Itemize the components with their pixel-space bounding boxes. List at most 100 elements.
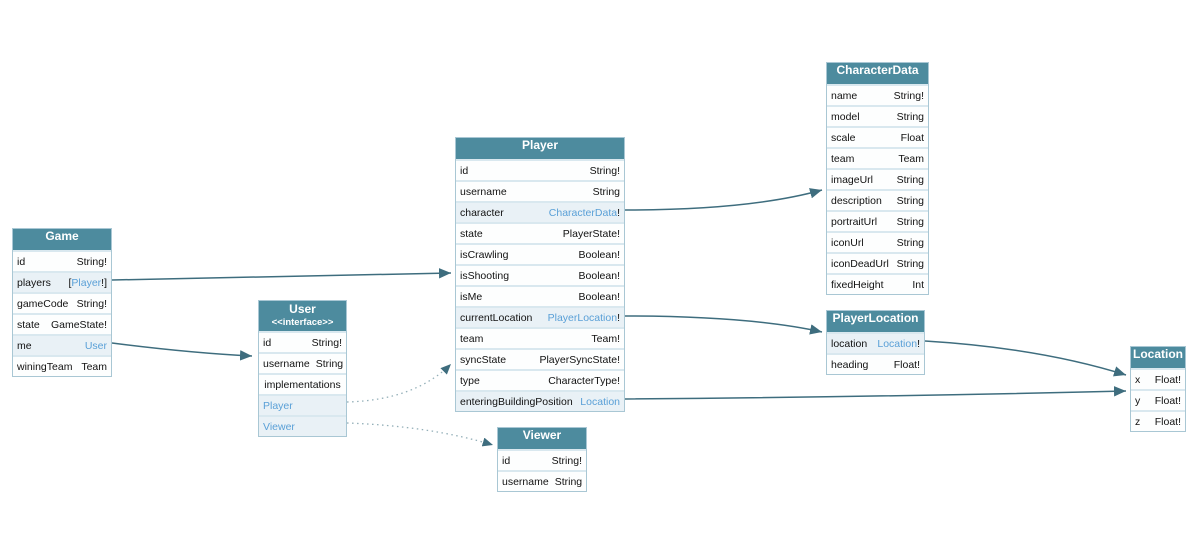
field-type: Float! xyxy=(1155,395,1181,407)
field-name: iconUrl xyxy=(831,236,864,249)
field-type[interactable]: [Player!] xyxy=(68,277,107,289)
field-type[interactable]: User xyxy=(85,340,107,352)
type-link-playerlocation[interactable]: PlayerLocation xyxy=(547,311,618,324)
type-text: String! xyxy=(551,454,582,467)
node-stereotype: <<interface>> xyxy=(271,317,334,328)
edge-player-currentlocation-to-playerlocation[interactable] xyxy=(624,315,823,335)
field-player-isme: isMe Boolean! xyxy=(456,285,624,306)
field-user-viewer[interactable]: Viewer xyxy=(259,415,346,436)
field-name: username xyxy=(502,475,549,488)
node-header-game[interactable]: Game xyxy=(13,229,111,250)
type-text: Float! xyxy=(893,358,920,371)
edge-game-players-to-player[interactable] xyxy=(111,268,452,281)
field-type: String! xyxy=(77,298,107,310)
type-text: String xyxy=(896,173,924,186)
type-text: Boolean! xyxy=(578,290,620,303)
field-type[interactable]: PlayerLocation! xyxy=(548,312,620,324)
edge-game-me-to-user[interactable] xyxy=(111,342,253,361)
field-user-player[interactable]: Player xyxy=(259,394,346,415)
field-name: heading xyxy=(831,358,869,371)
field-type[interactable]: Location xyxy=(580,396,620,408)
type-link-location[interactable]: Location xyxy=(580,395,620,408)
node-header-viewer[interactable]: Viewer xyxy=(498,428,586,449)
field-name: isCrawling xyxy=(460,248,509,261)
field-viewer-username: username String xyxy=(498,470,586,491)
field-type: String xyxy=(897,258,924,270)
node-title: Game xyxy=(45,229,79,243)
type-text: String xyxy=(554,475,583,488)
field-name[interactable]: Viewer xyxy=(263,420,295,433)
edge-player-character-to-characterdata[interactable] xyxy=(624,188,823,211)
field-name: isMe xyxy=(460,290,483,303)
field-name: username xyxy=(263,357,310,370)
node-header-user[interactable]: User<<interface>> xyxy=(259,301,346,331)
node-title: Location xyxy=(1133,347,1183,361)
edge-playerlocation-location-to-location[interactable] xyxy=(924,340,1127,377)
field-type: String! xyxy=(590,165,620,177)
field-type: String! xyxy=(77,256,107,268)
field-type: Team! xyxy=(591,333,620,345)
node-header-location[interactable]: Location xyxy=(1131,347,1185,368)
field-game-players[interactable]: players[Player!] xyxy=(13,271,111,292)
field-name: id xyxy=(460,164,469,177)
field-type[interactable]: CharacterData! xyxy=(549,207,620,219)
field-name[interactable]: Player xyxy=(263,399,293,412)
type-link-player[interactable]: Player xyxy=(71,276,102,289)
field-type: CharacterType! xyxy=(548,375,620,387)
field-type: Int xyxy=(912,279,924,291)
type-link-user[interactable]: User xyxy=(84,339,107,352)
edge-user-viewer-to-viewer[interactable] xyxy=(346,422,494,447)
field-name: description xyxy=(831,194,882,207)
field-name: username xyxy=(460,185,507,198)
field-type: String xyxy=(897,216,924,228)
field-name: scale xyxy=(831,131,856,144)
field-type[interactable]: Location! xyxy=(877,338,920,350)
node-header-characterdata[interactable]: CharacterData xyxy=(827,63,928,84)
type-text: Float! xyxy=(1154,373,1181,386)
field-name: team xyxy=(831,152,855,165)
type-text: !] xyxy=(101,276,107,289)
field-type: Boolean! xyxy=(579,291,620,303)
field-name: iconDeadUrl xyxy=(831,257,889,270)
field-type: GameState! xyxy=(51,319,107,331)
node-title: Player xyxy=(521,138,559,152)
edge-player-enteringbuildingposition-to-location[interactable] xyxy=(624,386,1127,400)
type-text: [ xyxy=(68,276,72,289)
field-player-id: id String! xyxy=(456,159,624,180)
field-type: String! xyxy=(894,90,924,102)
type-link-characterdata[interactable]: CharacterData xyxy=(548,206,618,219)
type-text: CharacterType! xyxy=(548,374,620,387)
node-header-playerlocation[interactable]: PlayerLocation xyxy=(827,311,924,332)
node-title: CharacterData xyxy=(836,63,919,77)
type-text: String xyxy=(896,236,924,249)
field-type: String xyxy=(593,186,620,198)
field-name: type xyxy=(460,374,480,387)
field-type: String xyxy=(897,237,924,249)
edge-user-player-to-player[interactable] xyxy=(346,363,452,403)
field-name: implementations xyxy=(264,378,341,391)
type-link-location[interactable]: Location xyxy=(877,337,918,350)
node-header-player[interactable]: Player xyxy=(456,138,624,159)
field-type: Float! xyxy=(1155,416,1181,428)
